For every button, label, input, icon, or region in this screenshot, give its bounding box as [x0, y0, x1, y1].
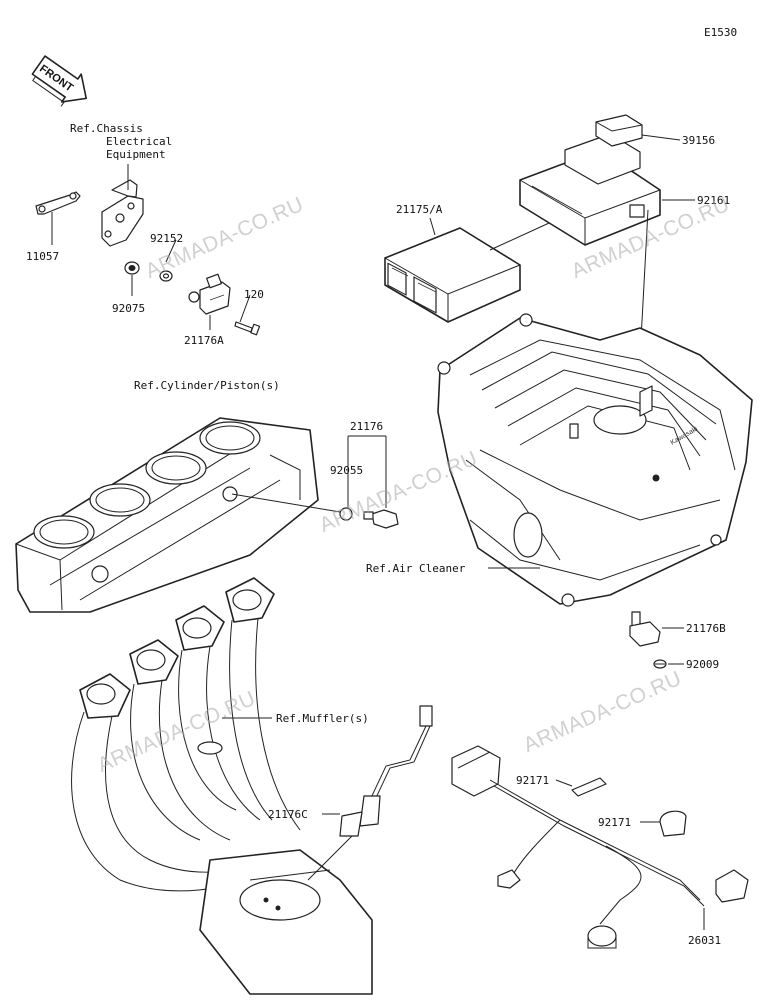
grommet-92075	[124, 261, 140, 275]
rubber-pad-39156	[595, 114, 643, 147]
sensor-21176B	[629, 611, 661, 647]
ecu-holder-92161	[519, 133, 661, 246]
clip-92171-a	[571, 777, 607, 797]
bolt-120	[234, 321, 261, 336]
part-label-92009[interactable]: 92009	[686, 658, 720, 671]
part-label-26031[interactable]: 26031	[688, 934, 722, 947]
collar-92152	[159, 270, 173, 282]
sensor-21176A	[188, 273, 231, 315]
diagram-code: E1530	[704, 26, 738, 39]
ref-muffler-label[interactable]: Ref.Muffler(s)	[276, 712, 369, 725]
part-label-92171-a[interactable]: 92171	[516, 774, 550, 787]
sensor-21176	[363, 509, 399, 529]
air-cleaner-housing: Kawasaki	[437, 313, 753, 607]
exhaust-headers	[71, 577, 373, 995]
ref-chassis-line1: Ref.Chassis	[70, 122, 143, 135]
ecu-21175A	[384, 227, 521, 323]
ref-air-cleaner-label[interactable]: Ref.Air Cleaner	[366, 562, 466, 575]
part-label-39156[interactable]: 39156	[682, 134, 716, 147]
ref-chassis-line3: Equipment	[106, 148, 166, 161]
part-label-92055[interactable]: 92055	[330, 464, 364, 477]
part-label-92152[interactable]: 92152	[150, 232, 184, 245]
part-label-21176C[interactable]: 21176C	[268, 808, 308, 821]
part-label-21176A[interactable]: 21176A	[184, 334, 224, 347]
oxygen-sensor-21176C	[339, 705, 433, 837]
part-label-120[interactable]: 120	[244, 288, 264, 301]
wiring-harness-26031	[451, 745, 749, 949]
ref-chassis-line2: Electrical	[106, 135, 173, 148]
ref-cylinder-label[interactable]: Ref.Cylinder/Piston(s)	[134, 379, 280, 392]
bracket-21176A-mount	[101, 179, 144, 247]
ref-chassis-label[interactable]: Ref.Chassis Electrical Equipment	[70, 122, 180, 161]
screw-92009	[653, 659, 667, 669]
cylinder-block	[15, 417, 319, 613]
part-label-92161[interactable]: 92161	[697, 194, 731, 207]
part-label-21176B[interactable]: 21176B	[686, 622, 726, 635]
clip-92171-b	[659, 810, 687, 837]
gasket-92055	[339, 507, 353, 521]
part-label-21176[interactable]: 21176	[350, 420, 384, 433]
part-label-11057[interactable]: 11057	[26, 250, 60, 263]
part-label-92171-b[interactable]: 92171	[598, 816, 632, 829]
front-arrow-badge: FRONT	[31, 55, 88, 107]
part-label-92075[interactable]: 92075	[112, 302, 146, 315]
bracket-plate-11057	[35, 191, 81, 215]
part-label-21175A[interactable]: 21175/A	[396, 203, 443, 216]
